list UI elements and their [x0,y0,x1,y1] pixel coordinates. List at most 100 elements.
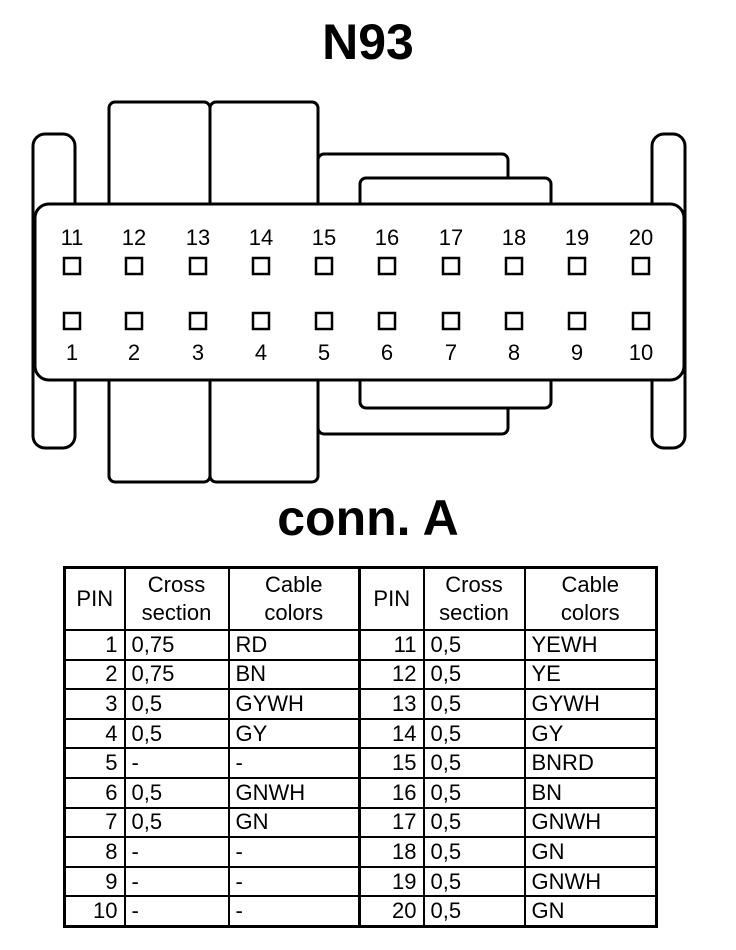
cross-section-cell: 0,75 [123,658,230,691]
pin-cell: 5 [63,747,126,779]
pin-cell: 14 [358,717,425,750]
connector-body [33,202,686,382]
pin-socket [441,256,461,276]
cross-section-cell: 0,75 [123,629,230,661]
pin-cell: 8 [63,836,126,868]
pin-socket [314,311,334,331]
diagram-title: N93 [322,14,414,70]
cable-color-cell: GY [523,717,658,750]
pin-number-label: 6 [381,340,393,365]
pin-cell: 17 [358,806,425,839]
pin-cell: 2 [63,658,126,691]
cable-color-cell: BNRD [523,747,658,779]
pin-number-label: 14 [249,225,273,250]
cross-section-cell: - [123,747,230,779]
pin-number-label: 19 [565,225,589,250]
pin-cell: 9 [63,865,126,898]
pin-cell: 12 [358,658,425,691]
pin-number-label: 17 [439,225,463,250]
cable-color-cell: BN [523,776,658,809]
cable-color-cell: YE [523,658,658,691]
cable-color-cell: YEWH [523,629,658,661]
cross-section-cell: 0,5 [422,747,526,779]
cable-color-cell: - [227,836,361,868]
pin-socket [62,311,82,331]
pin-socket [504,311,524,331]
cross-section-cell: 0,5 [422,629,526,661]
pin-number-label: 9 [571,340,583,365]
pin-socket [62,256,82,276]
pin-cell: 16 [358,776,425,809]
pin-socket [188,256,208,276]
connector-label: conn. A [277,490,459,546]
cable-color-cell: GNWH [523,865,658,898]
cross-section-cell: 0,5 [422,658,526,691]
pin-number-label: 1 [66,340,78,365]
pin-socket [314,256,334,276]
cross-section-cell: 0,5 [123,688,230,720]
cross-section-cell: 0,5 [422,836,526,868]
pin-cell: 3 [63,688,126,720]
cable-color-cell: GN [523,895,658,928]
pin-socket [441,311,461,331]
cable-color-cell: - [227,895,361,928]
cross-section-cell: 0,5 [123,776,230,809]
pin-socket [251,256,271,276]
pin-number-label: 15 [312,225,336,250]
pin-socket [124,311,144,331]
pin-socket [567,256,587,276]
header-pin: PIN [358,566,425,631]
pin-socket [377,311,397,331]
pin-socket [631,311,651,331]
pin-cell: 6 [63,776,126,809]
pin-cell: 19 [358,865,425,898]
pin-cell: 18 [358,836,425,868]
pin-number-label: 16 [375,225,399,250]
cable-color-cell: GN [227,806,361,839]
pin-number-label: 20 [629,225,653,250]
pin-cell: 7 [63,806,126,839]
cross-section-cell: - [123,865,230,898]
cross-section-cell: 0,5 [422,865,526,898]
cross-section-cell: 0,5 [123,806,230,839]
cable-color-cell: GYWH [523,688,658,720]
pin-cell: 20 [358,895,425,928]
cross-section-cell: 0,5 [422,717,526,750]
pin-number-label: 4 [255,340,267,365]
pin-socket [124,256,144,276]
pin-socket [631,256,651,276]
cross-section-cell: 0,5 [422,895,526,928]
cross-section-cell: - [123,895,230,928]
cross-section-cell: 0,5 [422,776,526,809]
pin-socket [504,256,524,276]
cable-color-cell: GYWH [227,688,361,720]
cross-section-cell: 0,5 [422,688,526,720]
pin-cell: 10 [63,895,126,928]
pin-number-label: 11 [61,225,84,250]
pin-socket [188,311,208,331]
pin-cell: 4 [63,717,126,750]
cable-color-cell: BN [227,658,361,691]
cross-section-cell: - [123,836,230,868]
pin-socket [251,311,271,331]
pin-number-label: 12 [122,225,146,250]
header-pin: PIN [63,566,126,631]
pin-number-label: 7 [445,340,457,365]
cable-color-cell: - [227,747,361,779]
cable-color-cell: RD [227,629,361,661]
pin-socket [567,311,587,331]
